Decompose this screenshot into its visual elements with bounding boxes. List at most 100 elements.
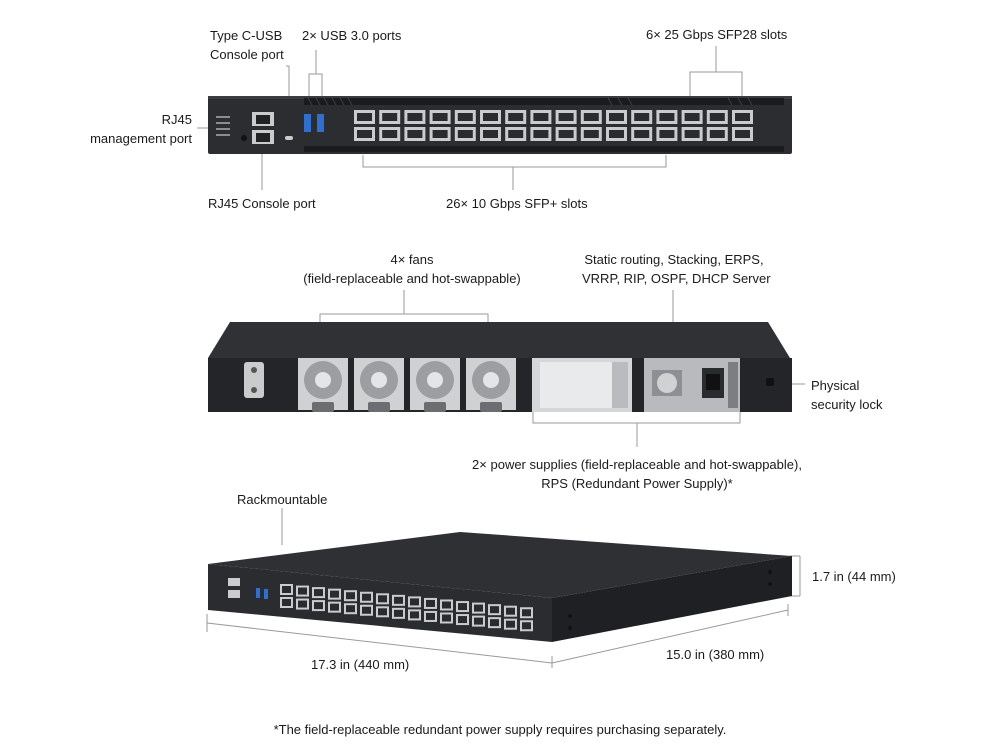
fan-hub [483, 372, 499, 388]
features-line1: Static routing, Stacking, ERPS, [584, 252, 764, 267]
persp-sfp-opening [426, 612, 435, 620]
rear-panel-drawing [208, 322, 792, 412]
perspective-ports [280, 584, 533, 632]
sfp-cage-opening [357, 130, 372, 138]
sfp-cage-opening [735, 130, 750, 138]
sfp-cage-opening [483, 113, 498, 121]
persp-sfp-opening [298, 587, 307, 595]
rj45-console-label: RJ45 Console port [208, 196, 316, 211]
lock-line2: security lock [811, 397, 883, 412]
perspective-drawing [208, 532, 792, 642]
features-label: Static routing, Stacking, ERPS, VRRP, RI… [582, 250, 771, 288]
rj45-mgmt-line2: management port [90, 131, 192, 146]
sfp-cages [354, 110, 753, 141]
sfp-cage-opening [583, 113, 599, 121]
persp-sfp-opening [442, 614, 451, 622]
persp-sfp-opening [426, 599, 435, 607]
sfp-cage-opening [382, 130, 398, 138]
width-label: 17.3 in (440 mm) [311, 657, 410, 672]
sfp-cage-opening [634, 130, 650, 138]
psu-line2: RPS (Redundant Power Supply)* [541, 476, 733, 491]
perspective-view [200, 526, 800, 660]
persp-sfp-opening [378, 595, 387, 603]
sfp-cage-opening [407, 113, 423, 121]
sfp-cage-opening [382, 113, 398, 121]
sfp-cage-opening [533, 130, 549, 138]
sfp-cage-opening [659, 113, 675, 121]
persp-sfp-opening [394, 596, 403, 604]
persp-sfp-opening [314, 602, 323, 610]
sfp-cage-opening [583, 130, 599, 138]
persp-sfp-opening [474, 604, 483, 612]
persp-sfp-opening [362, 593, 371, 601]
sfp-cage-opening [558, 130, 574, 138]
footnote: *The field-replaceable redundant power s… [273, 722, 727, 737]
persp-sfp-opening [458, 603, 467, 611]
usb-c-label-line2: Console port [210, 47, 284, 62]
sfp-cage-opening [508, 113, 524, 121]
sfp-cage-opening [634, 113, 650, 121]
persp-sfp-opening [314, 589, 323, 597]
persp-sfp-opening [346, 592, 355, 600]
persp-sfp-opening [458, 616, 467, 624]
sfp-cage-opening [609, 130, 624, 138]
persp-sfp-opening [298, 600, 307, 608]
rj45-management-label: RJ45 management port [84, 110, 192, 148]
persp-sfp-opening [522, 622, 531, 630]
persp-sfp-opening [474, 617, 483, 625]
persp-sfp-opening [506, 620, 515, 628]
persp-sfp-opening [378, 608, 387, 616]
fan-handle [480, 402, 502, 412]
sfp-cage-opening [684, 130, 700, 138]
fan-modules [298, 358, 516, 412]
sfp28-label: 6× 25 Gbps SFP28 slots [646, 27, 788, 42]
sfp-cage-opening [483, 130, 498, 138]
rear-panel [208, 318, 792, 414]
sfp-cage-opening [357, 113, 372, 121]
persp-sfp-opening [330, 590, 339, 598]
sfp-cage-opening [457, 113, 473, 121]
front-panel [208, 96, 792, 154]
usb3-label: 2× USB 3.0 ports [302, 28, 402, 43]
sfp-cage-opening [457, 130, 473, 138]
persp-sfp-opening [490, 619, 499, 627]
persp-sfp-opening [362, 606, 371, 614]
sfp-cage-opening [659, 130, 675, 138]
usb-c-console-label: Type C-USB Console port [210, 26, 284, 64]
lock-line1: Physical [811, 378, 860, 393]
fan-hub [371, 372, 387, 388]
persp-sfp-opening [394, 609, 403, 617]
rj45-mgmt-line1: RJ45 [161, 112, 192, 127]
persp-sfp-opening [410, 611, 419, 619]
persp-sfp-opening [282, 599, 291, 606]
front-panel-drawing [208, 96, 792, 154]
sfp-cage-opening [533, 113, 549, 121]
sfp-cage-opening [709, 130, 725, 138]
fan-handle [312, 402, 334, 412]
sfp-cage-opening [508, 130, 524, 138]
usb-c-label-line1: Type C-USB [210, 28, 283, 43]
sfp-cage-opening [558, 113, 574, 121]
sfp-cage-opening [432, 130, 448, 138]
sfp-cage-opening [709, 113, 725, 121]
sfp-cage-opening [407, 130, 423, 138]
security-lock-label: Physical security lock [811, 376, 883, 414]
persp-sfp-opening [346, 605, 355, 613]
fans-label-line2: (field-replaceable and hot-swappable) [303, 271, 521, 286]
fans-label-line1: 4× fans [390, 252, 434, 267]
fans-label: 4× fans (field-replaceable and hot-swapp… [296, 250, 528, 288]
persp-sfp-opening [522, 609, 531, 617]
features-line2: VRRP, RIP, OSPF, DHCP Server [582, 271, 771, 286]
sfp-plus-label: 26× 10 Gbps SFP+ slots [446, 196, 588, 211]
sfp-cage-opening [735, 113, 750, 121]
fan-hub [427, 372, 443, 388]
persp-sfp-opening [410, 598, 419, 606]
depth-label: 15.0 in (380 mm) [666, 647, 765, 662]
fan-hub [315, 372, 331, 388]
persp-sfp-opening [490, 606, 499, 614]
psu-line1: 2× power supplies (field-replaceable and… [472, 457, 802, 472]
persp-sfp-opening [442, 601, 451, 609]
fan-handle [368, 402, 390, 412]
persp-sfp-opening [282, 586, 291, 593]
sfp-cage-opening [684, 113, 700, 121]
